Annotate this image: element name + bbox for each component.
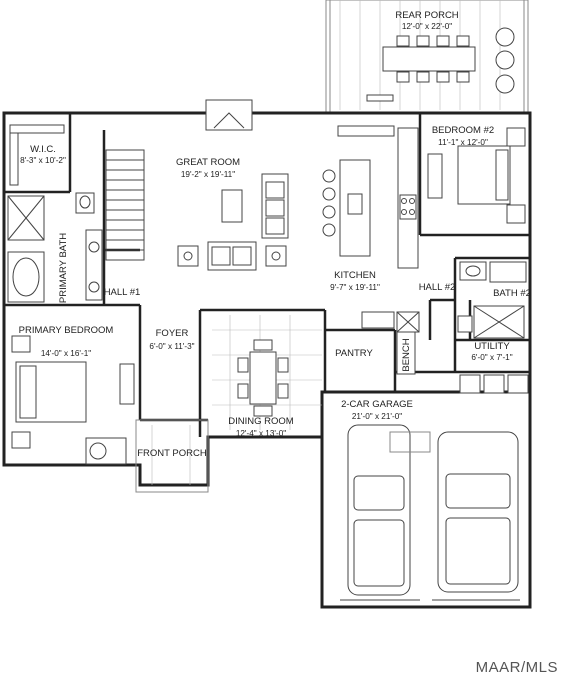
car [437, 431, 519, 593]
wic-name: W.I.C. [30, 144, 56, 155]
stairs [105, 149, 145, 261]
room-labels: REAR PORCH 12'-0" x 22'-0" W.I.C. 8'-3" … [19, 10, 558, 676]
garage-name: 2-CAR GARAGE [341, 399, 413, 410]
kitchen-counter [397, 127, 419, 269]
dining-furniture [212, 315, 322, 430]
bedroom2-name: BEDROOM #2 [432, 125, 494, 136]
bedroom2-dims: 11'-1" x 12'-0" [438, 138, 488, 147]
hall1-name: HALL #1 [104, 287, 141, 298]
kitchen-fixtures [322, 125, 419, 269]
bathtub [12, 257, 40, 297]
kitchen-name: KITCHEN [334, 270, 376, 281]
bench [396, 331, 416, 375]
foyer-dims: 6'-0" x 11'-3" [149, 342, 194, 351]
bench-name: BENCH [401, 338, 412, 371]
hall2-name: HALL #2 [419, 282, 456, 293]
front-porch-name: FRONT PORCH [137, 448, 207, 459]
dryer [483, 374, 505, 394]
interior-walls [4, 113, 530, 437]
rear-porch-area [325, 0, 529, 113]
primary-bedroom-dims: 14'-0" x 16'-1" [41, 349, 91, 358]
wic-dims: 8'-3" x 10'-2" [20, 156, 66, 165]
front-porch-area [135, 419, 209, 493]
rear-porch-dims: 12'-0" x 22'-0" [402, 22, 452, 31]
dining-name: DINING ROOM [228, 416, 294, 427]
pantry-name: PANTRY [335, 348, 373, 359]
rear-porch-name: REAR PORCH [395, 10, 458, 21]
bed [15, 361, 87, 423]
closet-shelving [9, 124, 65, 186]
bedroom2-furniture [427, 127, 526, 224]
bath2-fixtures [457, 261, 527, 339]
loveseat [207, 241, 257, 271]
coffee-table [221, 189, 243, 223]
kitchen-dims: 9'-7" x 19'-11" [330, 283, 380, 292]
washer [459, 374, 481, 394]
bath2-name: BATH #2 [493, 288, 531, 299]
primary-bedroom-furniture [11, 335, 135, 465]
range [399, 194, 417, 220]
foyer-name: FOYER [156, 328, 189, 339]
utility-name: UTILITY [474, 341, 510, 352]
great-room-name: GREAT ROOM [176, 157, 240, 168]
bed [457, 145, 511, 205]
great-room-furniture [177, 173, 289, 271]
outdoor-table [382, 46, 476, 72]
fireplace [205, 99, 253, 131]
primary-bedroom-name: PRIMARY BEDROOM [19, 325, 114, 336]
watermark: MAAR/MLS [476, 659, 558, 676]
great-room-dims: 19'-2" x 19'-11" [181, 170, 235, 179]
primary-bath-fixtures [7, 192, 103, 303]
pantry-shelf [361, 311, 395, 329]
kitchen-island [339, 159, 371, 257]
utility-dims: 6'-0" x 7'-1" [471, 353, 512, 362]
primary-bath-name: PRIMARY BATH [58, 233, 69, 303]
garage-dims: 21'-0" x 21'-0" [352, 412, 402, 421]
dining-table [249, 351, 277, 405]
outdoor-chair [495, 27, 515, 47]
dining-dims: 12'-4" x 13'-0" [236, 429, 286, 438]
sink [347, 193, 363, 215]
garage-cars [340, 424, 520, 601]
